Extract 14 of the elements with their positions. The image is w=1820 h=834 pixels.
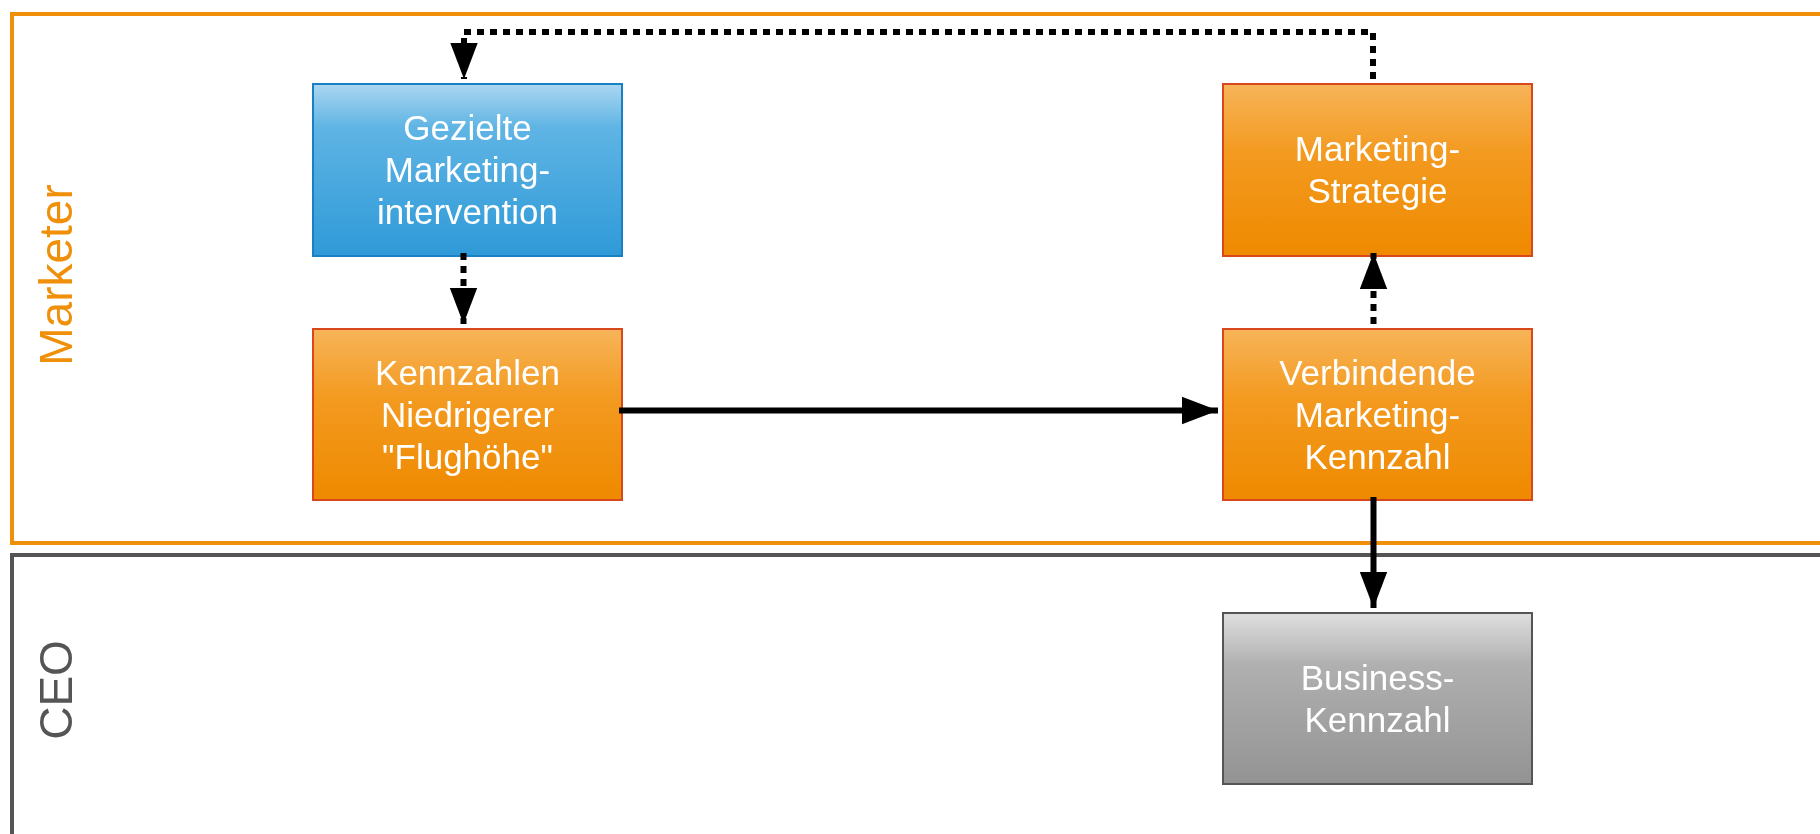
swimlane [10, 12, 1820, 545]
lane-label: Marketer [29, 183, 83, 366]
process-box: Verbindende Marketing-Kennzahl [1222, 328, 1533, 501]
process-box: Gezielte Marketing-intervention [312, 83, 623, 257]
arrow [1359, 497, 1388, 608]
arrow [619, 396, 1218, 425]
swimlane [10, 553, 1820, 834]
lane-label: CEO [29, 639, 83, 740]
arrow [449, 253, 478, 324]
process-box: Marketing-Strategie [1222, 83, 1533, 257]
process-box: Business-Kennzahl [1222, 612, 1533, 785]
arrow [1359, 253, 1388, 324]
arrow [450, 29, 1376, 79]
process-box: Kennzahlen Niedrigerer "Flughöhe" [312, 328, 623, 501]
